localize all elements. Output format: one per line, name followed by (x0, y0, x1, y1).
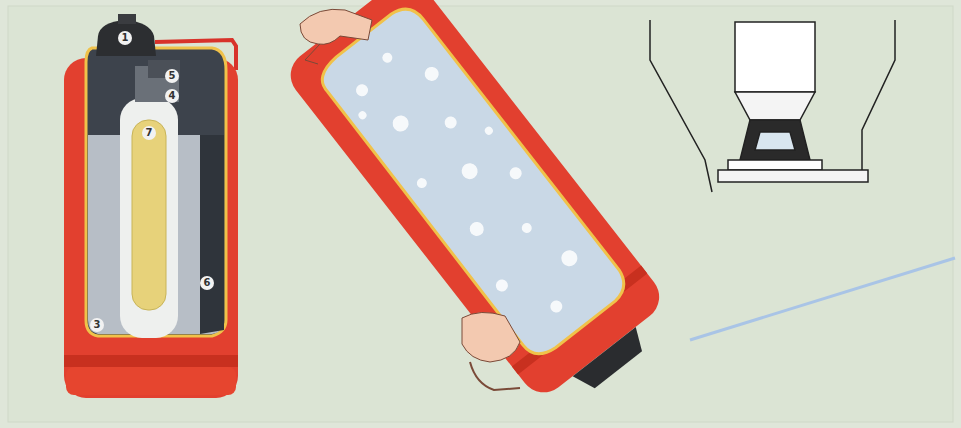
hand-top-finger (305, 44, 320, 64)
inset-left-wall (650, 20, 712, 192)
cutaway-interior (86, 48, 226, 336)
body (281, 0, 669, 402)
callout-number: 7 (142, 126, 156, 140)
callout-number: 3 (90, 318, 104, 332)
powder-cutaway (313, 1, 633, 363)
inner-wall (200, 135, 224, 334)
inset-seal (740, 120, 810, 160)
cutaway-extinguisher (64, 14, 238, 398)
body-ring (64, 355, 238, 367)
powder-grains (338, 30, 607, 335)
hand-top (300, 9, 372, 44)
wrist (470, 362, 520, 390)
base (66, 367, 236, 395)
callout-number: 6 (200, 276, 214, 290)
tilted-extinguisher (281, 0, 683, 420)
cartridge-gas (132, 120, 166, 310)
cap-knob (118, 14, 136, 24)
inset-right-wall (862, 20, 895, 180)
callout-number: 4 (165, 89, 179, 103)
cartridge (120, 98, 178, 338)
valve-inset (650, 20, 895, 192)
inset-base (718, 170, 868, 182)
inset-taper (735, 92, 815, 120)
inset-stem (735, 22, 815, 92)
inset-window (755, 132, 795, 150)
inset-plate (728, 160, 822, 170)
discharge-stream (690, 258, 955, 340)
hand-bottom (462, 312, 520, 362)
callout-number: 5 (165, 69, 179, 83)
head-cap (96, 20, 156, 56)
nozzle (573, 327, 650, 394)
callout-number: 1 (118, 31, 132, 45)
